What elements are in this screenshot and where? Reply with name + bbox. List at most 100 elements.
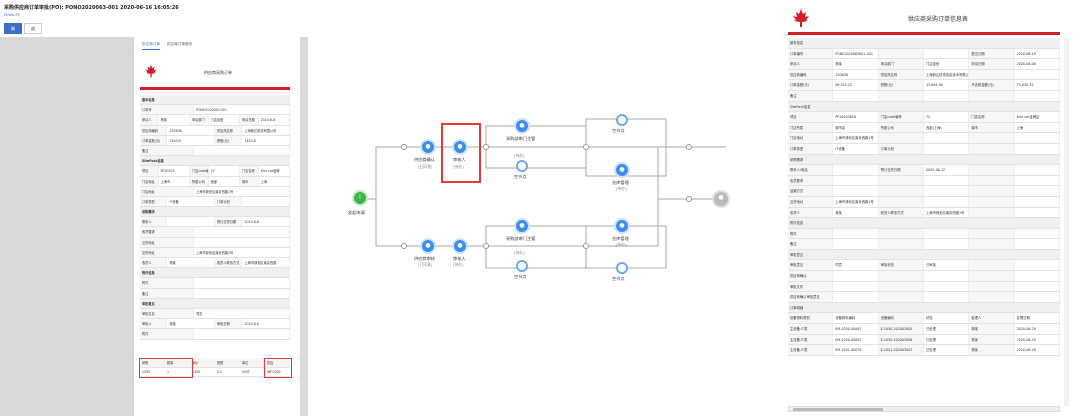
field-value [833,90,879,101]
field-label: 不含税金额(元) [969,80,1015,90]
field-label: 门店地址 [140,176,159,186]
field-label: 供应商确认审批意见 [788,292,834,302]
field-label: 城市 [240,176,259,186]
section-header: 订单明细 [788,302,1060,314]
horizontal-scrollbar[interactable] [788,406,1060,412]
field-value: PONE2020063001-001 [833,48,879,59]
info-row: 运输方式 [788,186,1060,197]
field-value: 城市店 [833,122,879,133]
field-value: 2020-6-8 [242,217,290,227]
info-row: 附件 [788,228,1060,240]
tab-order[interactable]: 供应商订单 [142,42,160,50]
field-label: 审批状态 [878,260,924,271]
info-row: 设备物料类别设备物料编码设备编码状态处理人处理日期 [788,313,1060,325]
field-label [878,175,924,186]
field-label: 附件 [140,329,195,339]
workflow-node-supplier-confirm[interactable]: ● [420,139,436,155]
field-value [833,281,879,292]
approve-button[interactable]: 确 [4,23,22,34]
field-value [167,217,215,227]
table-cell: 0.1 [215,368,240,377]
vertical-scrollbar[interactable] [1064,38,1069,406]
connector-dot [483,243,489,249]
field-value [924,175,970,186]
workflow-node-reviewer[interactable]: ● [452,139,468,155]
workflow-node-reviewer-2[interactable]: ● [452,238,468,254]
field-value [924,281,970,292]
start-node-icon[interactable]: i [352,190,368,206]
section-header: 附件信息 [788,218,1060,229]
field-value: PONO2020063-001 [194,105,290,115]
field-value [833,228,879,239]
field-value [1015,196,1060,207]
field-label: 收货要求 [140,227,195,237]
table-cell: 1450 [190,368,215,377]
field-value: 2020-06-29 [1015,334,1060,345]
end-node-icon[interactable]: ● [712,190,730,208]
section-title: 审批意见 [788,249,1060,260]
field-value [924,228,970,239]
field-value [1015,228,1060,239]
table-header-cell: 数量 [165,359,190,368]
section-title: 审批意见 [140,298,290,308]
field-label: 供应商名称 [215,125,243,135]
table-header-cell: 税额 [215,359,240,368]
field-value [924,90,970,101]
field-value: 杨某 [159,115,190,125]
field-value [1015,69,1060,80]
field-value [833,239,879,249]
field-value [1015,143,1060,154]
field-label [878,239,924,249]
connector-dot [686,196,692,202]
approval-form-panel: 采购供应商订单审批(PO): PONO2020063-001 2020-06-1… [0,0,308,416]
info-row: 项目PF20203门店code编号72门店名称Krm cpt金牌 [140,166,290,177]
field-label: E-1051-202003007 [878,345,924,355]
field-value [194,329,290,339]
red-divider [788,32,1060,35]
field-label [878,90,924,101]
info-row: 附件 [140,329,290,340]
workflow-node-purchasing-manager[interactable]: ● [514,118,530,134]
empty-node-icon[interactable] [516,160,528,172]
node-status: [待办] [453,262,464,267]
node-label: 审核人 [453,157,466,162]
field-value: Krm cpt金牌 [259,166,290,176]
window-subtitle[interactable]: EEWA-99 [4,13,20,17]
workflow-node-warehouse-2[interactable]: ● [614,218,630,234]
return-button[interactable]: 退 [24,23,42,34]
tab-order-edit[interactable]: 供应商订单修改 [166,42,193,46]
empty-node-icon[interactable] [516,260,528,272]
field-label: 收货要求 [788,175,834,186]
section-title: 附件信息 [788,218,1060,228]
field-label [878,196,924,207]
scrollbar-thumb[interactable] [793,408,883,411]
field-value: EM-1051-00070 [833,345,879,355]
workflow-node-supplier-review[interactable]: ● [420,238,436,254]
field-label: 审批人 [140,319,168,329]
workflow-node-warehouse[interactable]: ● [614,162,630,178]
field-value: 已审批 [924,260,970,271]
left-gray-area [0,37,134,416]
empty-node-icon[interactable] [616,262,628,274]
field-label: 申请人 [788,59,834,69]
connector-dot [583,144,589,150]
field-value: 上海市静安区南京西路1号 [194,186,290,196]
workflow-node-purchasing-manager-2[interactable]: ● [514,218,530,234]
field-label: 订单类型 [788,143,834,154]
field-label [969,133,1015,143]
table-header-cell: 供应 [265,359,290,368]
field-label: 所属公司 [878,122,924,133]
field-label: E-1050-202003006 [878,334,924,345]
empty-node-icon[interactable] [616,114,628,126]
field-value [924,196,970,207]
field-value: 250636 [833,69,879,80]
